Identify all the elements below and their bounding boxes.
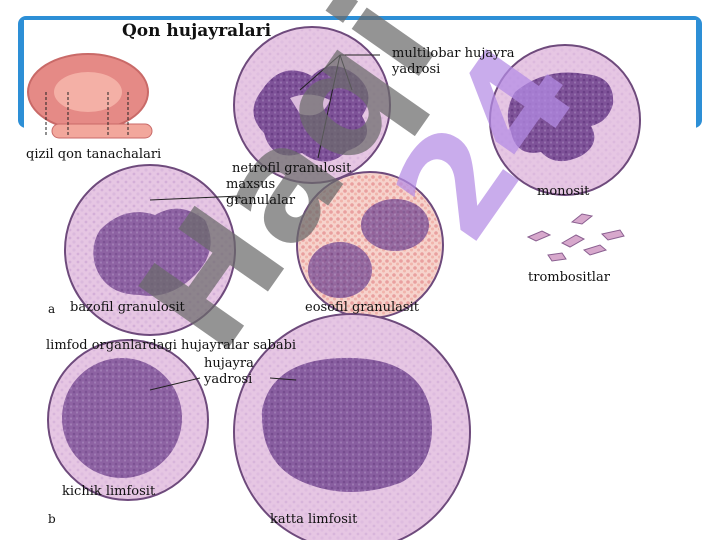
lymph-heading: limfod organlardagi hujayralar sababi [46,338,297,353]
nucleus-label-line1: hujayra [204,356,254,371]
large-lymphocyte-label: katta limfosit [270,512,358,527]
eosinophil-label: eosofil granulasit [305,300,419,315]
part-b-label: b [48,512,56,526]
basophil-label: bazofil granulosit [70,300,185,315]
multilobar-pointer-lines [299,54,380,159]
basophil-cell [64,164,236,336]
eosinophil-cell [296,171,444,319]
neutrophil-cell [233,26,391,184]
red-blood-cell [27,53,153,139]
multilobar-label-line1: multilobar hujayra [392,46,515,61]
diagram-title: Qon hujayralari [122,21,272,41]
platelets [526,213,625,262]
nucleus-label-line2: yadrosi [204,372,253,387]
platelets-label: trombositlar [528,270,610,285]
part-a-label: a [48,302,56,316]
small-lymphocyte-label: kichik limfosit [62,484,156,499]
monocyte-cell [489,44,641,196]
monocyte-label: monosit [537,184,590,199]
large-lymphocyte-cell [233,313,471,540]
granules-label-line2: granulalar [226,193,296,208]
small-lymphocyte-cell [47,339,209,501]
granules-label-line1: maxsus [226,177,276,192]
nucleus-pointer-lines [149,377,297,391]
neutrophil-label: netrofil granulosit [232,161,352,176]
rbc-label: qizil qon tanachalari [26,147,162,162]
multilobar-label-line2: yadrosi [392,62,441,77]
